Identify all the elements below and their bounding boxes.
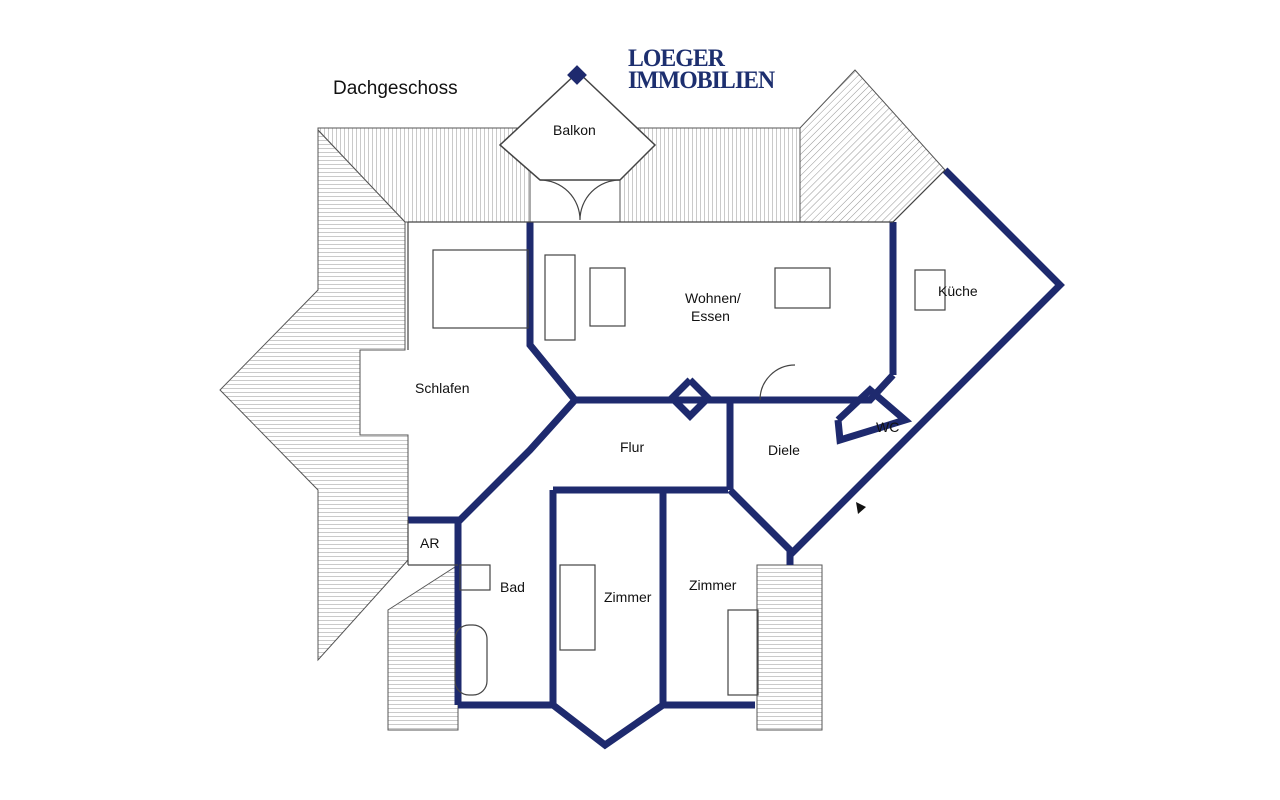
room-label-zimmer-1: Zimmer — [604, 589, 652, 605]
walls — [408, 167, 1065, 750]
room-label-zimmer-2: Zimmer — [689, 577, 737, 593]
room-label-diele: Diele — [768, 442, 800, 458]
room-label-schlafen: Schlafen — [415, 380, 469, 396]
logo-line2: IMMOBILIEN — [628, 67, 775, 94]
thin-lines — [407, 169, 946, 696]
room-label-kueche: Küche — [938, 283, 978, 299]
room-label-bad: Bad — [500, 579, 525, 595]
room-label-balkon: Balkon — [553, 122, 596, 138]
company-logo: LOEGER IMMOBILIEN — [628, 45, 782, 94]
roof-hatching — [219, 69, 946, 731]
logo-line1: LOEGER — [628, 45, 725, 72]
room-label-wohnen: Wohnen/ — [685, 290, 741, 306]
room-label-wc: WC — [876, 419, 899, 435]
floor-title: Dachgeschoss — [333, 78, 458, 99]
room-label-essen: Essen — [691, 308, 730, 324]
room-labels: Balkon Wohnen/ Essen Küche Schlafen Flur… — [415, 122, 978, 605]
room-label-flur: Flur — [620, 439, 644, 455]
entrance-arrow-icon — [856, 502, 866, 514]
room-label-ar: AR — [420, 535, 439, 551]
